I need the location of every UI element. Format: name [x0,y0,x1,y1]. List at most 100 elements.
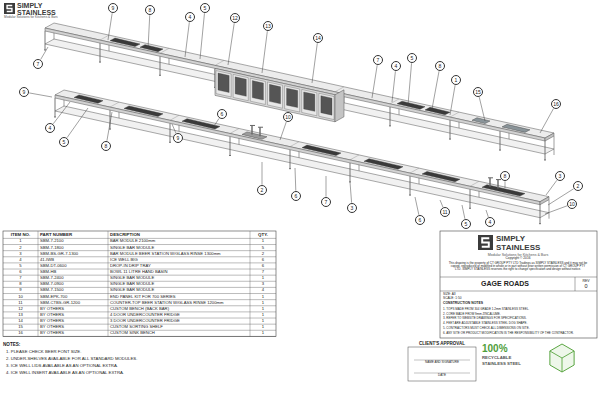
ice-well [425,107,450,114]
callout-number: 6 [419,218,422,223]
table-cell: CUSTOM BENCH (BACK BAR) [110,306,169,311]
leader-line [392,71,395,102]
callout-number: 10 [569,202,575,207]
title-block [408,231,597,381]
cube-edge [562,351,574,358]
bench-foot [409,195,411,196]
drawing-title: GAGE ROADS [481,280,529,288]
callout-number: 7 [37,62,40,67]
note-line: 4. ICE WELL INSERT AVAILABLE AS AN OPTIO… [6,371,124,376]
leader-line [450,85,455,115]
fridge-door [233,74,248,100]
ice-well [364,159,403,170]
leader-line [540,109,553,133]
bench-foot [99,62,101,63]
bench-leg [545,141,546,160]
callout-number: 4 [489,220,492,225]
table-cell: 12 [18,306,23,311]
leader-line [280,122,286,140]
callout-number: 9 [177,136,180,141]
leader-line [200,13,204,59]
approval-heading: CLIENT'S APPROVAL [419,341,465,346]
table-cell: ICE WELL BIG [110,257,138,262]
table-cell: BY OTHERS [40,306,64,311]
ice-well [422,172,460,182]
callout-bubble: 7 [373,55,383,65]
beer-tap [497,180,498,189]
callout-number: 8 [149,8,152,13]
ice-well [502,124,530,132]
table-cell: 7 [19,276,21,281]
approval-field: DATE [438,374,446,377]
callout-number: 2 [261,188,264,193]
table-cell: SINGLE BAR MODULE [110,282,154,287]
table-cell: 3 [262,282,264,287]
table-heading: QTY. [258,232,268,237]
fridge-front [215,68,335,121]
bench-leg [470,189,471,208]
ice-well [74,95,103,103]
leader-line [408,63,412,105]
fridge-glass [235,77,246,96]
callout-bubble: 5 [59,137,69,147]
fridge-glass [269,84,280,103]
table-cell: BOWL 11 LITRE HAND BASIN [110,270,167,275]
construction-note: 3. REFER TO WEBSITE DRAWINGS FOR SPECIFI… [443,317,527,320]
module-joint [230,129,239,134]
table-cell: SBM-HB [40,270,56,275]
leader-line [148,15,150,49]
callout-bubble: 8 [101,141,111,151]
under-shelf [55,106,549,218]
table-cell: 4 [262,288,264,293]
callout-bubble: 3 [347,203,357,213]
leader-line [312,43,317,83]
table-cell: 1 [262,306,264,311]
beer-tap [259,127,260,136]
callout-bubble: 9 [108,3,118,13]
callout-bubble: 5 [200,3,210,13]
bench-foot [499,150,501,151]
table-cell: 6 [19,270,21,275]
table-cell: 10 [18,294,23,299]
rev-value: 0 [584,283,587,289]
table-cell: 15 [18,325,23,330]
leader-line [214,118,219,126]
callout-bubble: 6 [415,215,425,225]
table-cell: 9 [19,288,21,293]
leader-line [53,102,70,124]
bench-leg [100,43,101,62]
callout-bubble: 12 [230,13,240,23]
bench-foot [54,117,56,118]
module-joint [450,112,459,117]
module-joint [350,155,359,160]
logo-square [478,235,493,250]
table-cell: SINGLE BAR MODULE [110,288,154,293]
callout-number: 4 [189,15,192,20]
callout-bubble: 9 [19,87,29,97]
table-cell: 1 [262,300,264,305]
bench-leg [390,107,391,126]
ice-well [182,119,220,129]
table-cell: BY OTHERS [40,313,64,318]
leader-line [432,71,439,109]
callout-bubble: 8 [435,61,445,71]
table-cell: SBM-EPK-700 [40,294,67,299]
callout-bubble: 5 [407,53,417,63]
leader-line [295,168,297,191]
table-cell: 11 [18,300,22,305]
leader-line [440,200,443,207]
bench-foot [159,75,161,76]
table-cell: 1 [262,313,264,318]
module-joint [215,60,224,65]
bench-foot [469,208,471,209]
table-cell: BY OTHERS [40,319,64,324]
bench-leg [170,123,171,142]
note-line: 2. UNDER-SHELVES AVAILABLE FOR ALL STAND… [6,357,137,362]
table-cell: SBM-7-2400 [40,276,64,281]
callout-bubble: 11 [440,207,450,217]
table-border [3,231,276,336]
badge-figure: 100% [482,343,508,355]
callout-bubble: 5 [461,219,471,229]
module-joint [290,142,299,147]
leader-line [486,210,488,217]
